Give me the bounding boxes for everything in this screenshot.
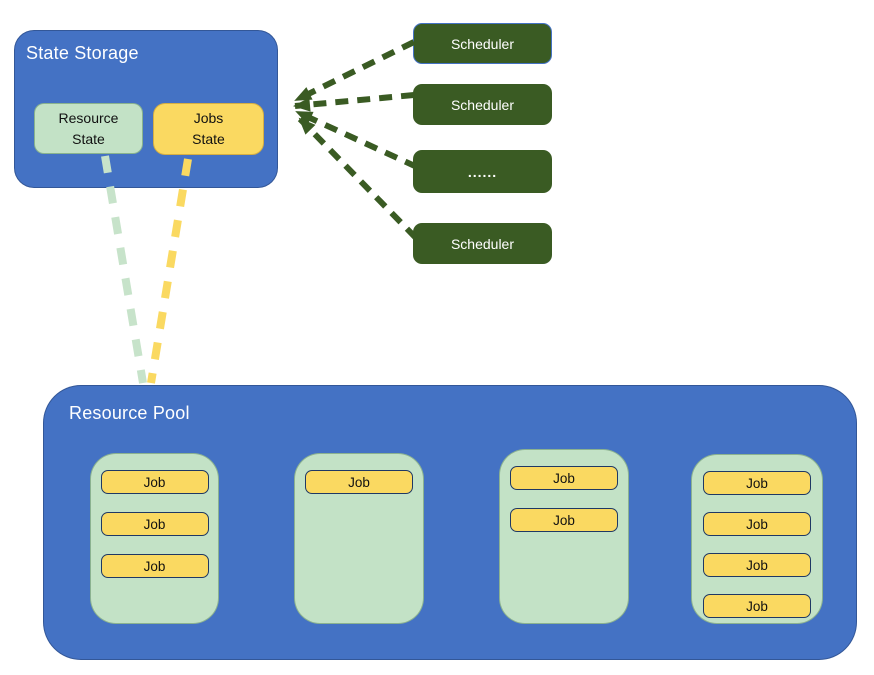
resource-pool-box: Resource Pool Job Job Job Job Job Job Jo… <box>43 385 857 660</box>
job-box: Job <box>100 470 209 494</box>
scheduler-arrow-1 <box>294 39 416 103</box>
state-storage-box: State Storage Resource State Jobs State <box>14 30 278 188</box>
pool-node-2: Job <box>294 453 424 624</box>
jobs-state-connector <box>147 158 192 384</box>
pool-node-1: Job Job Job <box>90 453 219 624</box>
job-box: Job <box>510 466 618 490</box>
job-box: Job <box>100 554 209 578</box>
job-box: Job <box>703 553 811 577</box>
job-box: Job <box>703 512 811 536</box>
job-box: Job <box>510 508 618 532</box>
scheduler-arrow-2 <box>293 92 415 112</box>
resource-state-connector <box>101 155 147 384</box>
scheduler-arrow-3 <box>295 109 419 170</box>
state-storage-title: State Storage <box>26 43 139 63</box>
jobs-state-box: Jobs State <box>153 103 264 155</box>
scheduler-box-4: Scheduler <box>413 223 552 264</box>
job-box: Job <box>305 470 413 494</box>
job-box: Job <box>703 594 811 618</box>
scheduler-box-1: Scheduler <box>413 23 552 64</box>
pool-node-3: Job Job <box>499 449 629 624</box>
scheduler-arrow-4 <box>297 116 419 241</box>
job-box: Job <box>100 512 209 536</box>
scheduler-box-2: Scheduler <box>413 84 552 125</box>
scheduler-ellipsis-box: ...... <box>413 150 552 193</box>
resource-pool-title: Resource Pool <box>69 403 190 423</box>
resource-state-box: Resource State <box>34 103 143 154</box>
job-box: Job <box>703 471 811 495</box>
pool-node-4: Job Job Job Job <box>691 454 823 624</box>
